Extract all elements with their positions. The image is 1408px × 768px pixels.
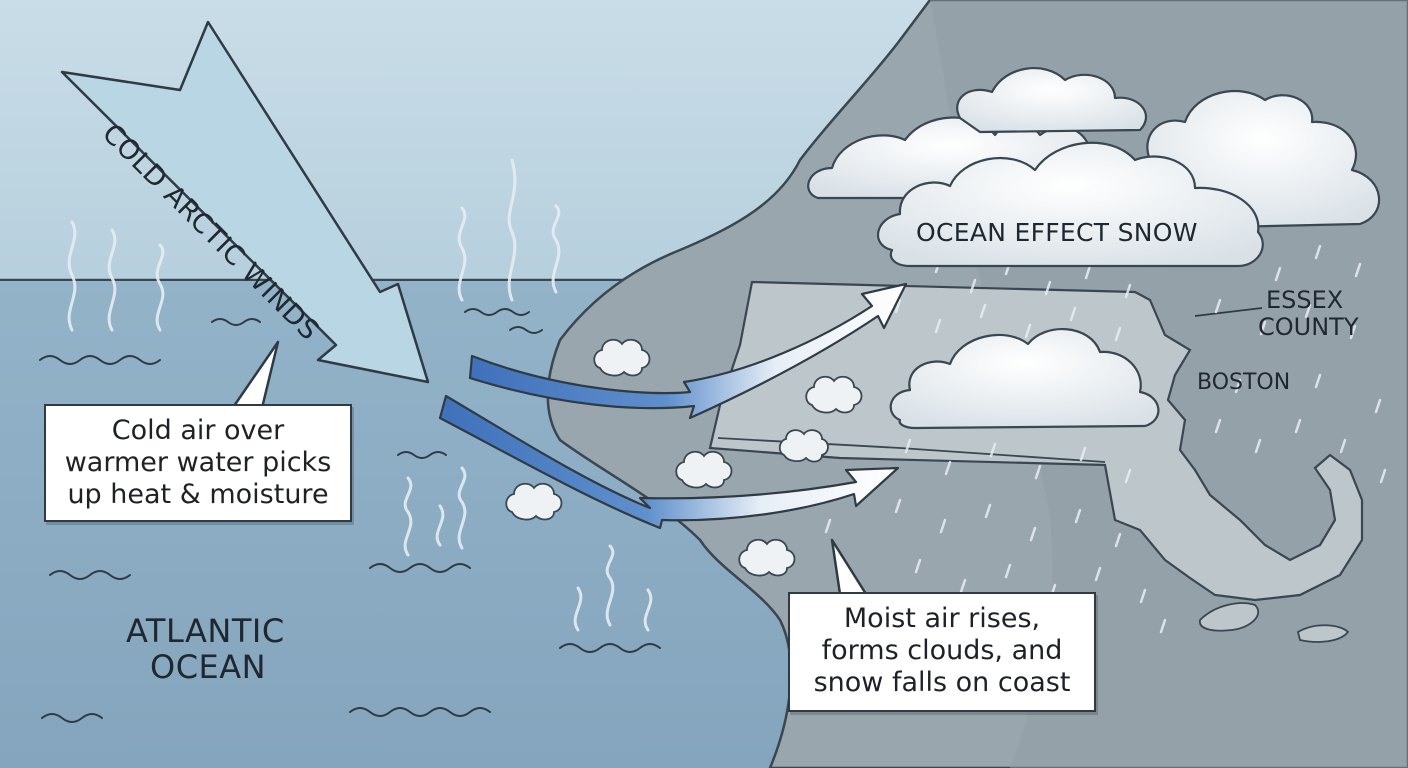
snow-clouds <box>807 66 1381 430</box>
moist-air-rises-callout: Moist air rises, forms clouds, and snow … <box>788 592 1096 712</box>
state-border-line <box>717 437 1106 463</box>
essex-county-label-line1: ESSEX <box>1266 286 1344 314</box>
callout-line: Cold air over <box>111 415 285 446</box>
boston-label: BOSTON <box>1197 370 1291 395</box>
callout-line: forms clouds, and <box>821 635 1063 666</box>
ocean-effect-snow-label: OCEAN EFFECT SNOW <box>916 218 1198 247</box>
heat-wisps <box>67 158 653 632</box>
essex-county-label-line2: COUNTY <box>1258 313 1359 341</box>
arctic-wind-arrow <box>60 20 430 384</box>
atlantic-ocean-label-line2: OCEAN <box>150 648 267 686</box>
callout-line: warmer water picks <box>64 447 332 478</box>
island-1 <box>1199 602 1260 632</box>
snowfall <box>824 244 1387 634</box>
island-2 <box>1296 624 1350 643</box>
callout-line: snow falls on coast <box>813 667 1071 698</box>
heat-moisture-callout: Cold air over warmer water picks up heat… <box>44 404 352 522</box>
callout-line: Moist air rises, <box>843 603 1041 634</box>
state-outline <box>708 280 1364 602</box>
flow-arrow-lower <box>438 394 900 530</box>
ocean-waves <box>39 308 661 723</box>
atlantic-ocean-label-line1: ATLANTIC <box>126 612 285 650</box>
essex-pointer <box>1194 307 1263 317</box>
small-clouds <box>505 338 863 577</box>
flow-arrow-upper <box>468 282 908 420</box>
callout-line: up heat & moisture <box>67 479 329 510</box>
